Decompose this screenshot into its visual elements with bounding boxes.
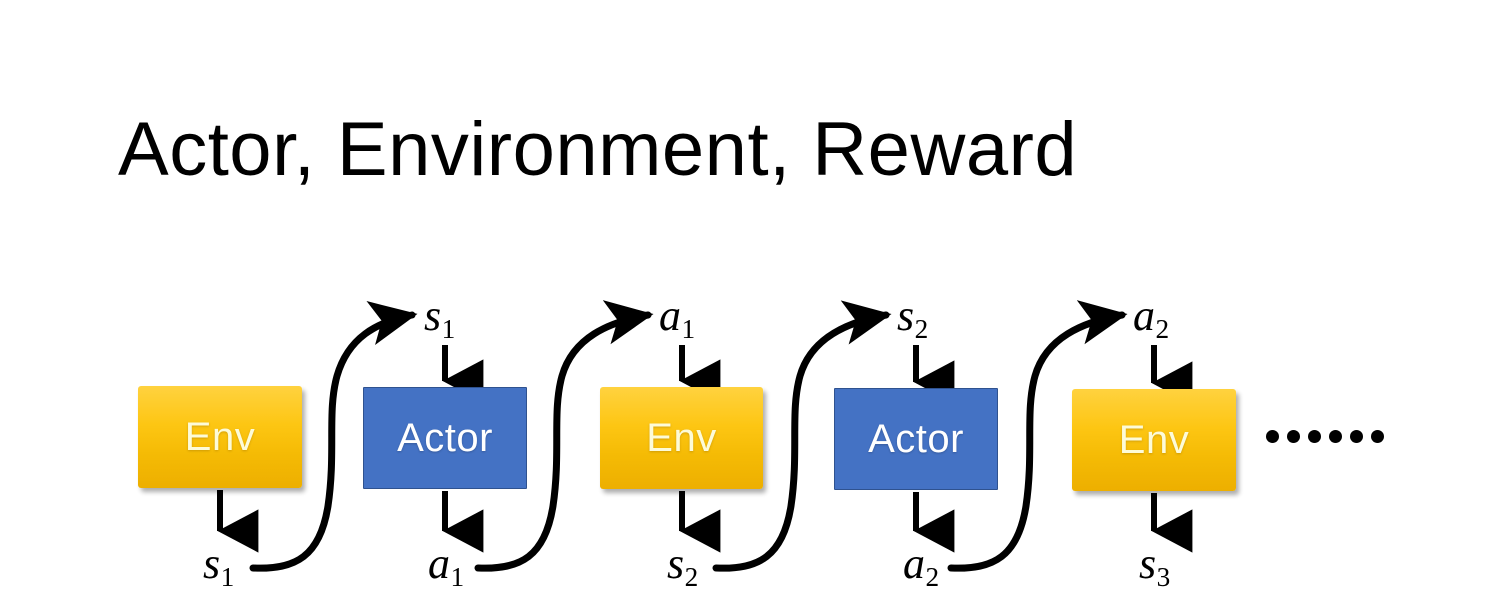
ellipsis-dot (1308, 430, 1321, 443)
label-state-s3-bottom: s3 (1139, 539, 1170, 591)
symbol: a (428, 539, 450, 588)
ellipsis-dot (1371, 430, 1384, 443)
node-label: Env (1118, 418, 1190, 462)
label-state-s1-top: s1 (424, 291, 455, 343)
curve-s1-env1-to-actor1 (249, 301, 418, 572)
symbol: s (203, 539, 221, 588)
label-state-s2-bottom: s2 (667, 539, 698, 591)
symbol: a (659, 291, 681, 340)
curved-connectors (249, 300, 1128, 572)
ellipsis-dot (1266, 430, 1279, 443)
label-action-a1-bottom: a1 (428, 539, 464, 591)
symbol: a (903, 539, 925, 588)
node-label: Env (184, 415, 256, 459)
node-actor-2[interactable]: Actor (834, 388, 998, 490)
arrows-top-label-to-box (442, 345, 1193, 405)
node-label: Actor (868, 417, 964, 461)
subscript: 2 (914, 314, 929, 345)
node-label: Actor (397, 416, 493, 460)
curve-a2-actor2-to-env3 (947, 300, 1128, 572)
subscript: 3 (1156, 562, 1171, 593)
label-action-a2-bottom: a2 (903, 539, 939, 591)
page-title: Actor, Environment, Reward (118, 107, 1078, 192)
ellipsis-dot-group-2 (1329, 430, 1384, 443)
subscript: 2 (684, 562, 699, 593)
subscript: 1 (220, 562, 235, 593)
subscript: 1 (681, 314, 696, 345)
symbol: s (1139, 539, 1157, 588)
arrows-box-to-bottom-label (217, 490, 1193, 553)
ellipsis-indicator (1266, 430, 1384, 443)
subscript: 1 (441, 314, 456, 345)
label-action-a1-top: a1 (659, 291, 695, 343)
subscript: 1 (450, 562, 465, 593)
node-label: Env (646, 416, 717, 460)
symbol: s (897, 291, 915, 340)
ellipsis-dot (1287, 430, 1300, 443)
node-env-1[interactable]: Env (138, 386, 302, 488)
node-env-3[interactable]: Env (1072, 389, 1236, 491)
ellipsis-dot (1329, 430, 1342, 443)
subscript: 2 (1155, 314, 1170, 345)
symbol: s (667, 539, 685, 588)
node-env-2[interactable]: Env (600, 387, 763, 489)
label-action-a2-top: a2 (1133, 291, 1169, 343)
label-state-s2-top: s2 (897, 291, 928, 343)
ellipsis-dot-group-1 (1266, 430, 1321, 443)
node-actor-1[interactable]: Actor (363, 387, 527, 489)
curve-s2-env2-to-actor2 (712, 300, 892, 572)
curve-a1-actor1-to-env2 (474, 300, 654, 572)
symbol: a (1133, 291, 1155, 340)
symbol: s (424, 291, 442, 340)
subscript: 2 (925, 562, 940, 593)
label-state-s1-bottom: s1 (203, 539, 234, 591)
ellipsis-dot (1350, 430, 1363, 443)
